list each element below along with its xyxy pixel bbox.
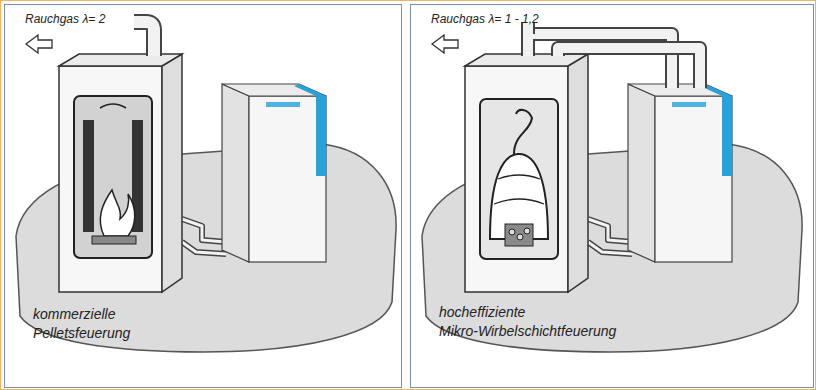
system-name: hocheffiziente Mikro-Wirbelschichtfeueru… [439, 303, 669, 341]
flue-gas-label: Rauchgas λ= 1 - 1,2 [431, 11, 651, 27]
fuel-bed [505, 224, 533, 246]
combustion-chamber [74, 96, 152, 258]
combustion-chamber [480, 99, 558, 259]
panel-box: Rauchgas λ= 1 - 1,2 hocheffiziente Mikro-… [410, 4, 814, 388]
pellet [509, 229, 515, 235]
system-name: kommerzielle Pelletsfeuerung [33, 305, 163, 343]
flue-pipe [558, 48, 700, 88]
heat-exchanger-tube [83, 120, 94, 232]
pellet [517, 234, 523, 240]
flue-pipe [558, 48, 700, 88]
swirl-outlet [514, 110, 532, 154]
pellet [524, 228, 530, 234]
flue-gas-arrow [432, 35, 458, 53]
flue-pipe [134, 22, 154, 56]
grate [92, 236, 136, 244]
flue-gas-arrow [26, 35, 52, 53]
panel-box: Rauchgas λ= 2 kommerzielle Pelletsfeuerun… [4, 4, 402, 388]
burner-housing [465, 54, 588, 292]
boiler [628, 84, 732, 262]
dome-line [498, 175, 540, 179]
flame [100, 190, 134, 236]
connecting-pipes [588, 219, 632, 254]
boiler [222, 84, 326, 262]
dome-line [494, 199, 544, 204]
fluidized-bed-illustration [422, 22, 802, 352]
pellet-burner-illustration [16, 22, 396, 352]
flue-gas-label: Rauchgas λ= 2 [25, 11, 245, 27]
flue-pipe [134, 22, 154, 56]
connecting-pipes [182, 219, 226, 254]
chamber-detail [100, 104, 126, 108]
burner-housing [59, 54, 182, 292]
